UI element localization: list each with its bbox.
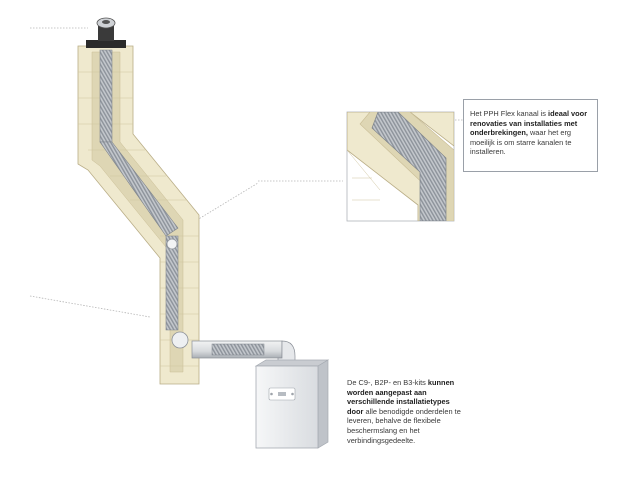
callout-bottom-text-2: alle benodigde onderdelen te leveren, be… [347,406,461,445]
boiler-button-left [270,392,273,396]
callout-top-bold: ideaal voor renovaties van installaties … [470,109,588,138]
pipe-clamp [166,238,178,250]
flexible-flue-pipe [99,49,179,331]
boiler-top [254,359,330,367]
flex-pipe-diagonal [99,141,179,237]
terminal-collar [86,40,126,48]
zoom-wall-right [409,112,454,147]
leader-lines [29,27,463,318]
callout-kits: De C9-, B2P- en B3-kits kunnen worden aa… [347,378,465,445]
callout-flex-channel: Het PPH Flex kanaal is ideaal voor renov… [463,99,598,172]
callout-top-text-2: waar het erg moeilijk is om starre kanal… [470,128,572,157]
zoom-inset [346,111,455,222]
zoom-flex-pipe [371,112,447,221]
boiler-unit [254,359,330,449]
boiler-side [317,359,329,449]
terminal-pipe [98,26,114,41]
callout-bottom-text-1: De C9-, B2P- en B3-kits [347,378,428,387]
callout-top-text-1: Het PPH Flex kanaal is [470,109,549,118]
horizontal-pipe-flex [211,343,265,356]
connection-pipe [171,331,296,363]
flex-pipe-lower [165,235,179,331]
boiler-button-right [291,392,294,396]
boiler-front [255,365,319,449]
connection-elbow [171,331,189,349]
leader-middle [196,182,259,221]
roof-terminal [86,17,126,48]
callout-bottom-bold: kunnen worden aangepast aan verschillend… [347,378,455,416]
chimney-cavity [91,51,184,373]
leader-left [29,295,151,318]
flex-pipe-vertical [99,49,113,143]
